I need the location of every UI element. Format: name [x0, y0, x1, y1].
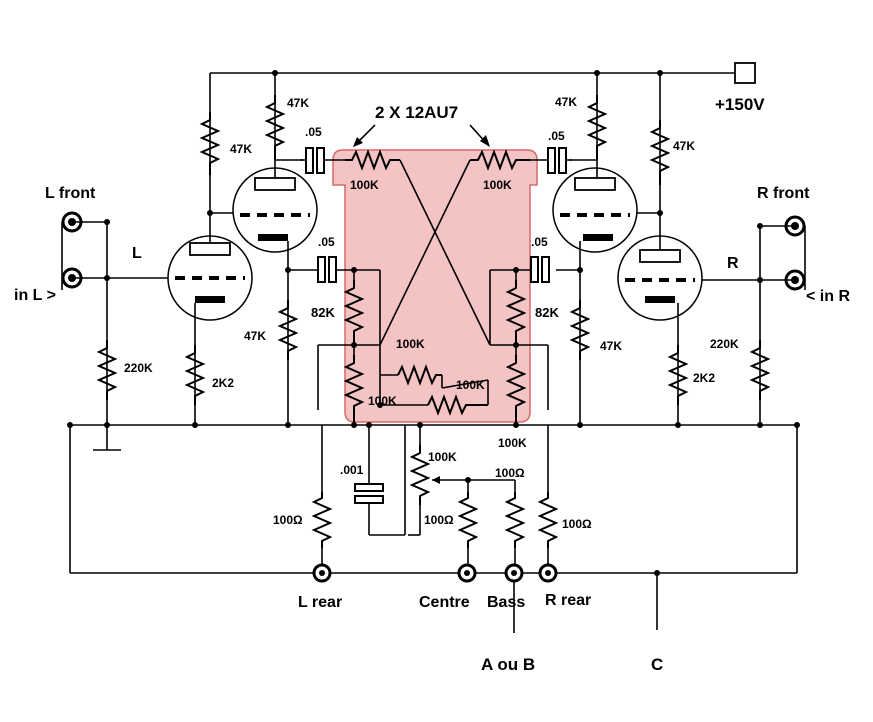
output-network [311, 425, 559, 583]
label-r-100k-pot: 100K [428, 450, 457, 464]
cross-network [317, 149, 549, 425]
right-tube-1 [617, 235, 703, 321]
label-a-ou-b: A ou B [481, 655, 535, 674]
label-l-front: L front [45, 185, 96, 202]
cap-c05-1 [300, 147, 345, 174]
label-in-r: < in R [806, 288, 850, 305]
left-tube-2 [232, 167, 318, 253]
label-in-l: in L > [14, 287, 56, 304]
label-r-47k-lp2: 47K [287, 96, 309, 110]
label-r-82k-r: 82K [535, 305, 559, 320]
label-r-100k-mid-a: 100K [396, 337, 425, 351]
label-r-100k-top-l: 100K [350, 178, 379, 192]
label-r-47k-lp: 47K [230, 142, 252, 156]
label-r-front: R front [757, 185, 810, 202]
label-r-rear: R rear [545, 592, 591, 609]
supply-label: +150V [715, 95, 765, 114]
label-c05-2: .05 [318, 235, 335, 249]
right-tube-2 [552, 167, 638, 253]
label-channel-r: R [727, 255, 739, 272]
junctions [67, 70, 800, 576]
label-r-47k-lc: 47K [244, 329, 266, 343]
label-r-220k-r: 220K [710, 337, 739, 351]
left-tube-1 [167, 235, 253, 321]
label-r-47k-rp2: 47K [673, 139, 695, 153]
label-r-82k-l: 82K [311, 305, 335, 320]
supply-terminal [734, 62, 756, 84]
right-input-section [690, 215, 806, 425]
label-centre: Centre [419, 594, 470, 611]
cap-c05-2 [317, 256, 380, 283]
label-r-2k2-l: 2K2 [212, 376, 234, 390]
label-r-220k-l: 220K [124, 361, 153, 375]
label-r-100ohm-l: 100Ω [273, 513, 303, 527]
label-c05-3: .05 [548, 129, 565, 143]
label-r-100k-mid-c: 100K [368, 394, 397, 408]
supply-rail [210, 62, 756, 84]
label-r-47k-rc: 47K [600, 339, 622, 353]
left-input-section [61, 211, 185, 425]
highlight-region [332, 149, 538, 423]
label-r-2k2-r: 2K2 [693, 371, 715, 385]
label-r-100k-mid-b: 100K [456, 378, 485, 392]
label-r-100ohm-r: 100Ω [562, 517, 592, 531]
cap-c05-3 [530, 147, 572, 174]
label-channel-l: L [132, 245, 142, 262]
label-r-100ohm-b: 100Ω [495, 466, 525, 480]
title-label: 2 X 12AU7 [375, 103, 458, 122]
label-c-001: .001 [340, 463, 364, 477]
label-bass: Bass [487, 594, 525, 611]
cap-c05-4 [490, 256, 550, 283]
label-c: C [651, 655, 663, 674]
label-r-47k-rp: 47K [555, 95, 577, 109]
label-c05-4: .05 [531, 235, 548, 249]
label-c05-1: .05 [305, 125, 322, 139]
label-r-100k-right: 100K [498, 436, 527, 450]
label-l-rear: L rear [298, 594, 342, 611]
label-r-100k-top-r: 100K [483, 178, 512, 192]
label-r-100ohm-c: 100Ω [424, 513, 454, 527]
